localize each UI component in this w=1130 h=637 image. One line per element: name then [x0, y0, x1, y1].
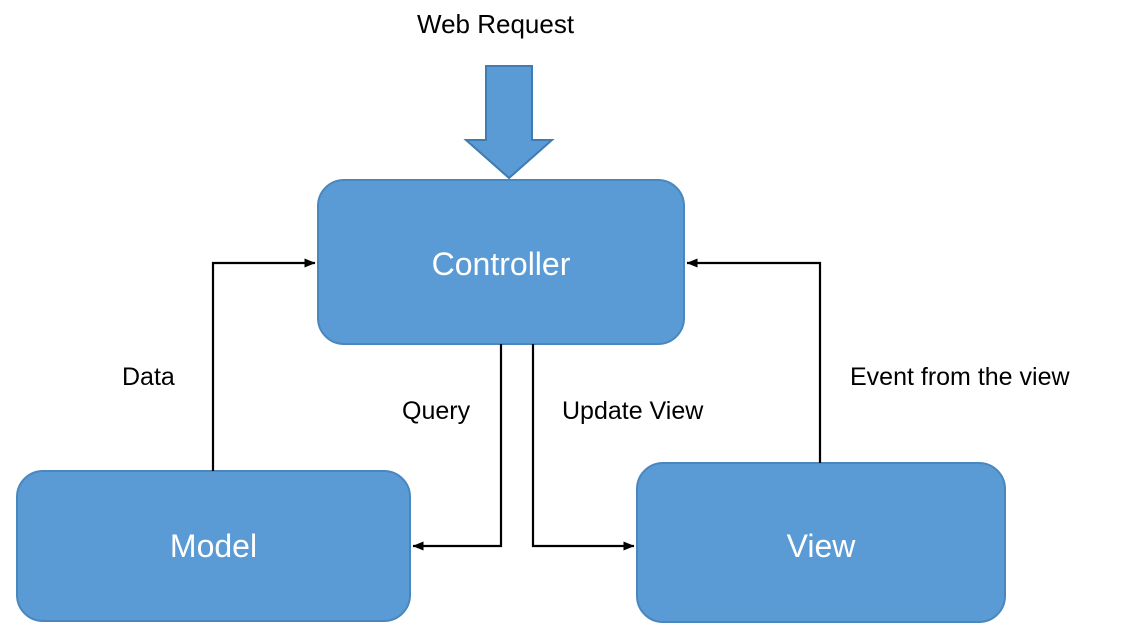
edge-query — [412, 344, 503, 551]
web-request-title: Web Request — [417, 9, 575, 39]
edge-label-data: Data — [122, 363, 175, 391]
edge-label-update-view: Update View — [562, 397, 704, 425]
edge-update-view — [531, 344, 635, 551]
node-label-controller: Controller — [431, 246, 571, 282]
edge-label-query: Query — [402, 397, 471, 425]
edge-label-event-from-the-view: Event from the view — [850, 363, 1070, 391]
web-request-arrow — [463, 65, 555, 180]
edge-data — [211, 258, 316, 471]
node-label-model: Model — [169, 528, 258, 564]
node-label-view: View — [786, 528, 856, 564]
edge-event-from-the-view — [686, 258, 822, 463]
